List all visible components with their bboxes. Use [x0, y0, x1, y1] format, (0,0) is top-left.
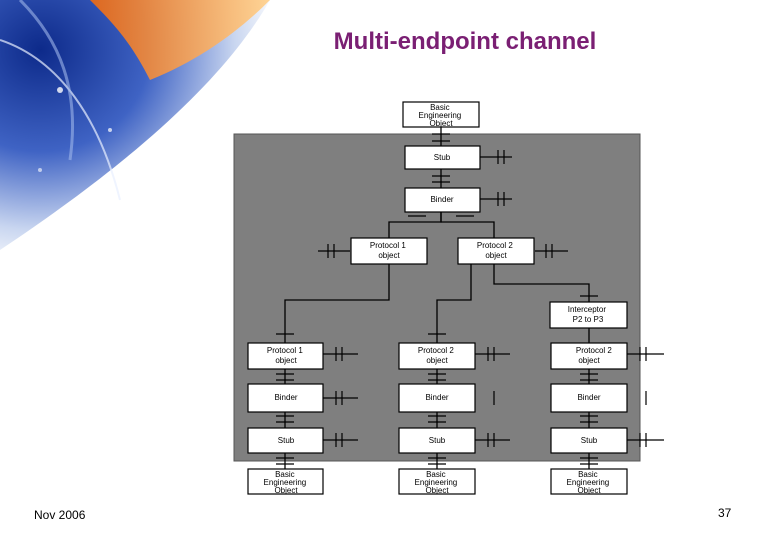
column-3-protocol: Protocol 2 object	[550, 342, 628, 370]
protocol2-line-1: Protocol 2	[477, 241, 514, 250]
protocol1-line-1: Protocol 1	[370, 241, 407, 250]
column-1-binder: Binder	[247, 383, 324, 413]
interceptor-line-2: P2 to P3	[573, 315, 604, 324]
svg-text:Protocol 2 object: Protocol 2 object	[418, 346, 456, 365]
svg-text:Basic Engineering: Basic Engineering Object	[419, 103, 464, 128]
top-binder-label: Binder	[430, 195, 453, 204]
svg-text:Protocol 2 object: Protocol 2 object	[576, 346, 614, 365]
interceptor-line-1: Interceptor	[568, 305, 607, 314]
protocol1-line-2: object	[378, 251, 400, 260]
corner-decoration	[0, 0, 270, 250]
col3-protocol-line-1: Protocol 2	[576, 346, 613, 355]
col1-stub-label: Stub	[278, 436, 295, 445]
protocol1-object: Protocol 1 object	[350, 237, 428, 265]
col1-beo-line-2: Engineering	[264, 478, 307, 487]
column-2-basic-engineering-object: Basic Engineering Object	[398, 468, 476, 495]
footer-date: Nov 2006	[34, 508, 86, 522]
footer-page-number: 37	[718, 506, 732, 520]
column-2-protocol: Protocol 2 object	[398, 342, 476, 370]
protocol2-line-2: object	[485, 251, 507, 260]
top-basic-engineering-object: Basic Engineering Object	[402, 101, 480, 128]
col1-binder-label: Binder	[274, 393, 297, 402]
col3-beo-line-3: Object	[577, 486, 601, 495]
interface-marks	[276, 133, 664, 465]
slide-title: Multi-endpoint channel	[333, 28, 597, 55]
col1-protocol-line-2: object	[275, 356, 297, 365]
svg-text:Protocol 2 object: Protocol 2 object	[477, 241, 515, 260]
col1-beo-line-1: Basic	[275, 470, 295, 479]
col2-protocol-line-1: Protocol 2	[418, 346, 455, 355]
column-3-binder: Binder	[550, 383, 628, 413]
col2-beo-line-3: Object	[425, 486, 449, 495]
col3-beo-line-2: Engineering	[567, 478, 610, 487]
svg-text:Basic Engineering: Basic Engineering Object	[264, 470, 309, 495]
svg-text:Basic Engineering: Basic Engineering Object	[567, 470, 612, 495]
protocol2-object: Protocol 2 object	[457, 237, 535, 265]
svg-text:Basic Engineering: Basic Engineering Object	[415, 470, 460, 495]
col3-protocol-line-2: object	[578, 356, 600, 365]
svg-text:Protocol 1 object: Protocol 1 object	[370, 241, 408, 260]
svg-text:Protocol 1 object: Protocol 1 object	[267, 346, 305, 365]
col2-stub-label: Stub	[429, 436, 446, 445]
col3-binder-label: Binder	[577, 393, 600, 402]
column-3-basic-engineering-object: Basic Engineering Object	[550, 468, 628, 495]
col2-protocol-line-2: object	[426, 356, 448, 365]
column-2-binder: Binder	[398, 383, 476, 413]
column-1-stub: Stub	[247, 427, 324, 454]
col2-binder-label: Binder	[425, 393, 448, 402]
column-2-stub: Stub	[398, 427, 476, 454]
col2-beo-line-2: Engineering	[415, 478, 458, 487]
top-stub: Stub	[404, 145, 481, 170]
col3-beo-line-1: Basic	[578, 470, 598, 479]
top-stub-label: Stub	[434, 153, 451, 162]
top-beo-line-3: Object	[429, 119, 453, 128]
connector-lines	[284, 127, 590, 469]
interceptor: Interceptor P2 to P3	[549, 301, 628, 329]
top-binder: Binder	[404, 187, 481, 213]
column-1-basic-engineering-object: Basic Engineering Object	[247, 468, 324, 495]
col1-protocol-line-1: Protocol 1	[267, 346, 304, 355]
column-3-stub: Stub	[550, 427, 628, 454]
col2-beo-line-1: Basic	[426, 470, 446, 479]
top-beo-line-1: Basic	[430, 103, 450, 112]
top-beo-line-2: Engineering	[419, 111, 462, 120]
svg-text:Interceptor P2 to P3: Interceptor P2 to P3	[568, 305, 608, 324]
col1-beo-line-3: Object	[274, 486, 298, 495]
col3-stub-label: Stub	[581, 436, 598, 445]
column-1-protocol: Protocol 1 object	[247, 342, 324, 370]
